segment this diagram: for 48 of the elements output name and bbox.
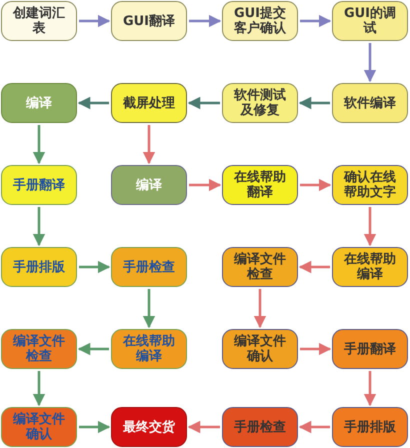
arrow	[300, 342, 332, 356]
step-box: 编译	[1, 83, 77, 123]
step-box: GUI提交客户确认	[222, 1, 298, 41]
arrow	[78, 342, 109, 356]
step-box: 编译文件确认	[1, 407, 77, 447]
arrow	[189, 14, 222, 28]
step-box: 编译文件确认	[222, 329, 298, 369]
step-box: 在线帮助编译	[332, 247, 408, 287]
arrow	[32, 207, 46, 246]
step-box: 手册翻译	[332, 329, 408, 369]
step-box: 在线帮助编译	[111, 329, 187, 369]
step-box: 手册排版	[332, 407, 408, 447]
step-box: 手册检查	[111, 247, 187, 287]
step-box: 最终交货	[111, 407, 187, 447]
arrow	[188, 420, 220, 434]
step-box: 编译文件检查	[222, 247, 298, 287]
step-box: 手册排版	[1, 247, 77, 287]
arrow	[189, 178, 222, 192]
arrow	[298, 260, 330, 274]
arrow	[32, 125, 46, 164]
arrow	[364, 371, 376, 406]
arrow	[300, 178, 332, 192]
step-box: 编译	[111, 165, 187, 205]
step-box: 手册检查	[222, 407, 298, 447]
arrow	[254, 289, 266, 328]
step-box: GUI的调试	[332, 1, 408, 41]
arrow	[79, 14, 110, 28]
arrow	[300, 14, 332, 28]
arrow	[188, 96, 220, 110]
arrow	[78, 96, 109, 110]
arrow	[79, 420, 110, 434]
step-box: 软件测试及修复	[222, 83, 298, 123]
step-box: 在线帮助翻译	[222, 165, 298, 205]
arrow	[298, 96, 330, 110]
step-box: GUI翻译	[111, 1, 187, 41]
arrow	[142, 289, 156, 328]
arrow	[364, 207, 376, 246]
step-box: 手册翻译	[1, 165, 77, 205]
arrow	[142, 125, 156, 164]
step-box: 截屏处理	[111, 83, 187, 123]
step-box: 确认在线帮助文字	[332, 165, 408, 205]
step-box: 创建词汇表	[1, 1, 77, 41]
arrow	[32, 371, 46, 406]
step-box: 编译文件检查	[1, 329, 77, 369]
arrow	[364, 43, 376, 82]
arrow	[298, 420, 330, 434]
arrow	[79, 260, 110, 274]
step-box: 软件编译	[332, 83, 408, 123]
